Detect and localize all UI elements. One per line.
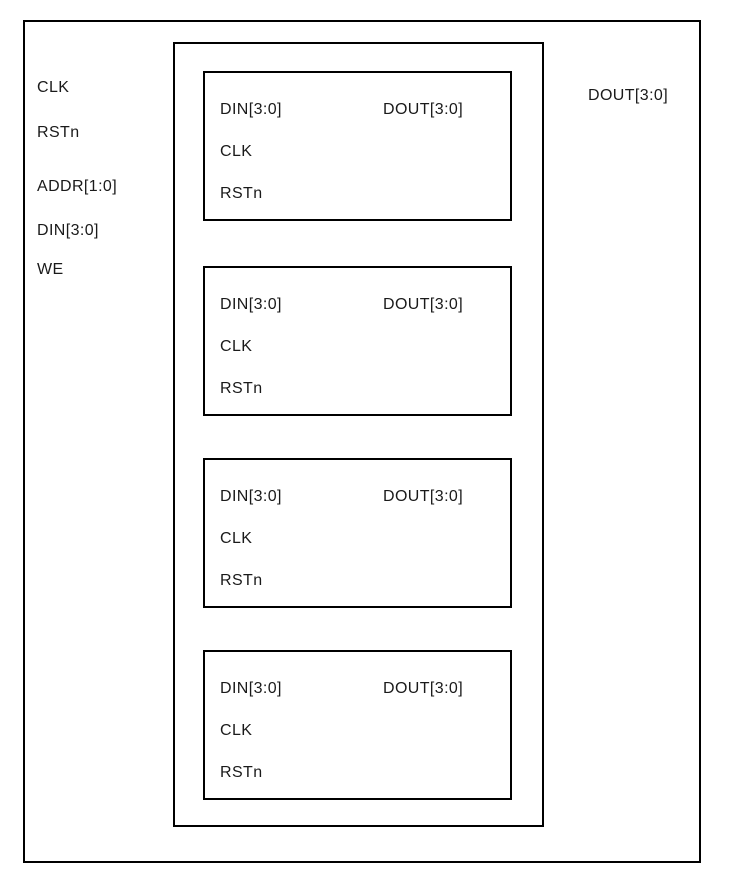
input-label-rstn: RSTn [37, 124, 80, 141]
input-label-we: WE [37, 261, 64, 278]
register-block-4: DIN[3:0] DOUT[3:0] CLK RSTn [203, 650, 512, 800]
register-block-1: DIN[3:0] DOUT[3:0] CLK RSTn [203, 71, 512, 221]
block-rstn-label: RSTn [220, 572, 263, 589]
block-dout-label: DOUT[3:0] [383, 296, 464, 313]
register-block-3: DIN[3:0] DOUT[3:0] CLK RSTn [203, 458, 512, 608]
block-clk-label: CLK [220, 722, 253, 739]
block-rstn-label: RSTn [220, 185, 263, 202]
register-block-2: DIN[3:0] DOUT[3:0] CLK RSTn [203, 266, 512, 416]
block-clk-label: CLK [220, 338, 253, 355]
input-label-clk: CLK [37, 79, 70, 96]
block-rstn-label: RSTn [220, 380, 263, 397]
block-din-label: DIN[3:0] [220, 101, 282, 118]
output-label-dout: DOUT[3:0] [588, 87, 669, 104]
block-clk-label: CLK [220, 530, 253, 547]
input-label-din: DIN[3:0] [37, 222, 99, 239]
block-dout-label: DOUT[3:0] [383, 680, 464, 697]
block-dout-label: DOUT[3:0] [383, 488, 464, 505]
input-label-addr: ADDR[1:0] [37, 178, 118, 195]
block-dout-label: DOUT[3:0] [383, 101, 464, 118]
block-rstn-label: RSTn [220, 764, 263, 781]
block-din-label: DIN[3:0] [220, 296, 282, 313]
block-din-label: DIN[3:0] [220, 680, 282, 697]
block-din-label: DIN[3:0] [220, 488, 282, 505]
block-clk-label: CLK [220, 143, 253, 160]
